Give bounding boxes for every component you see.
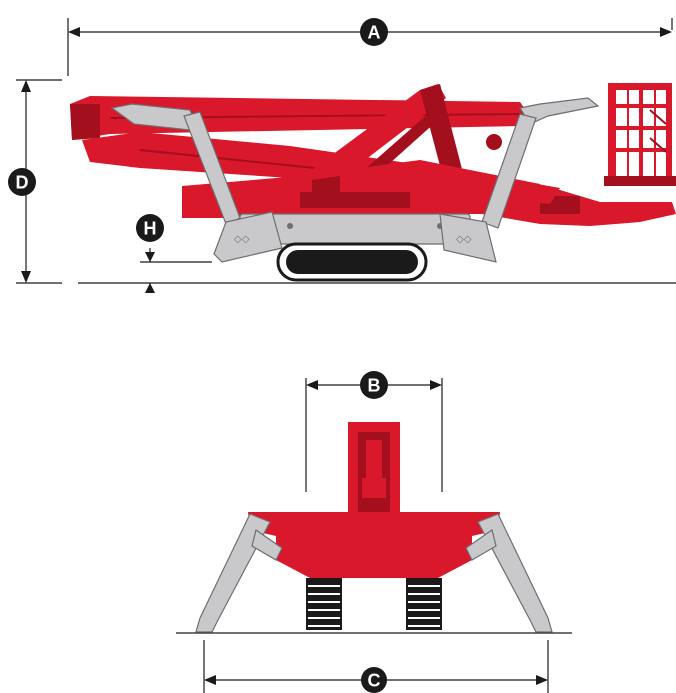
badge-b	[360, 371, 388, 399]
badge-c	[361, 667, 387, 693]
label-a: A	[368, 23, 381, 43]
badge-d	[8, 168, 36, 196]
dimension-h: H	[136, 214, 212, 293]
dimension-b: B	[305, 371, 443, 492]
front-track-right	[406, 578, 442, 630]
side-view: ◇◇ ◇◇ A D	[8, 18, 676, 293]
label-h: H	[144, 219, 157, 239]
front-view: B C	[176, 371, 572, 693]
badge-h	[136, 214, 164, 242]
front-outrigger-right	[465, 513, 553, 633]
front-outrigger: ◇◇	[439, 97, 600, 263]
turret-body	[182, 160, 540, 218]
front-body	[248, 512, 500, 578]
front-track-left	[306, 578, 342, 630]
svg-text:◇◇: ◇◇	[456, 234, 472, 245]
svg-text:◇◇: ◇◇	[234, 234, 250, 245]
label-b: B	[368, 376, 381, 396]
dimension-c: C	[203, 640, 549, 693]
badge-a	[360, 18, 388, 46]
front-outrigger-left	[195, 513, 283, 633]
label-c: C	[368, 671, 381, 691]
label-d: D	[16, 173, 29, 193]
lift-arm-rear	[290, 84, 446, 196]
dimension-a: A	[67, 18, 673, 76]
rear-outrigger: ◇◇	[110, 103, 283, 263]
dimension-d: D	[8, 79, 62, 284]
platform-basket	[604, 83, 676, 186]
